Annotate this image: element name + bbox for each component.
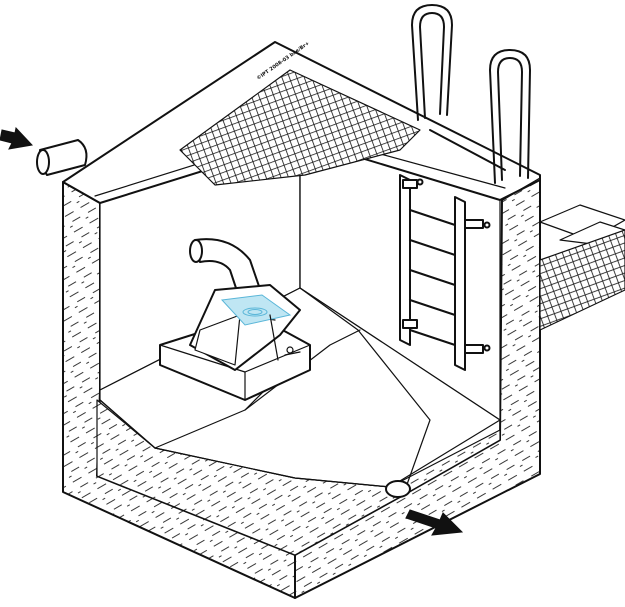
- pump-unit: [159, 284, 311, 401]
- ladder: [399, 174, 491, 371]
- floor-grating: [179, 69, 421, 186]
- handrail: [411, 4, 531, 184]
- outlet-pipe: [385, 480, 411, 498]
- outlet-arrow: [405, 509, 464, 536]
- inlet-arrow: [0, 126, 34, 150]
- inlet-pipe: [36, 139, 88, 176]
- ground-paving: [539, 204, 625, 331]
- chamber-interior: [99, 139, 501, 491]
